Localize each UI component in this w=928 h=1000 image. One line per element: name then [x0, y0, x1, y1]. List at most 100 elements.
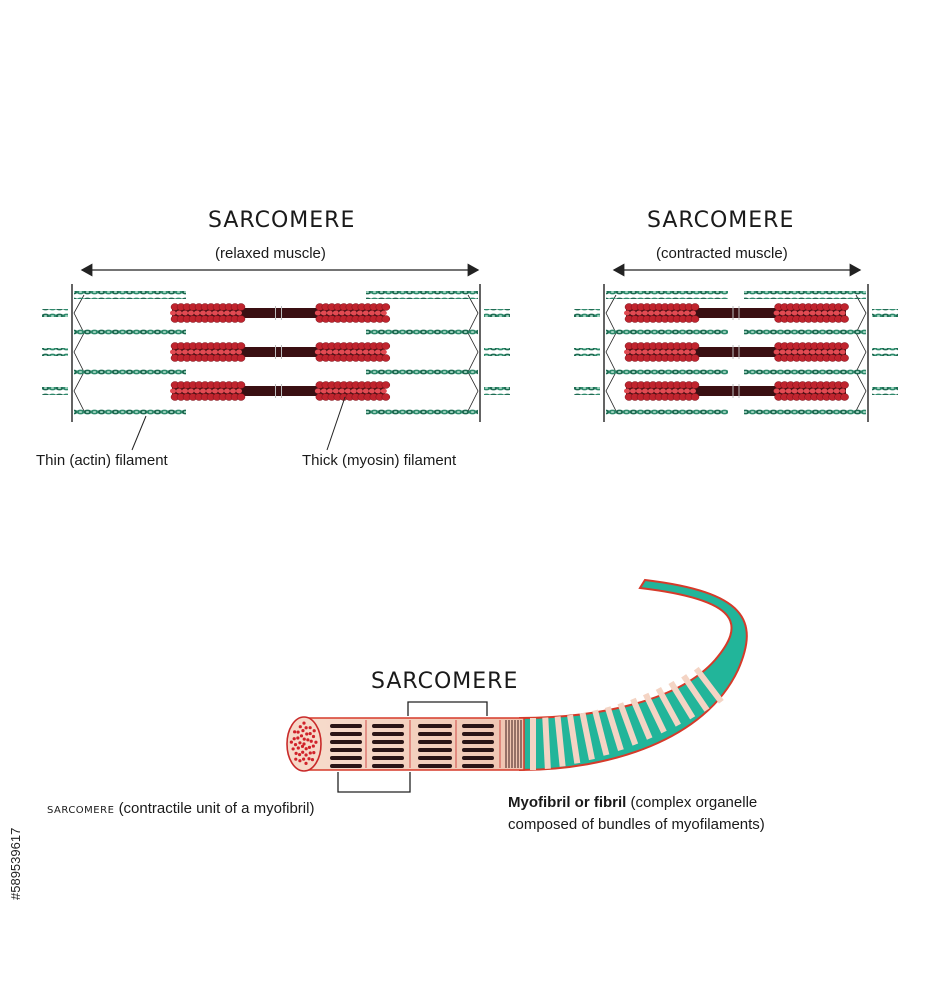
myosin-head: [803, 388, 810, 394]
cross-section-dot: [299, 734, 304, 738]
myosin-head: [380, 310, 387, 316]
contracted-sarcomere: [574, 263, 898, 422]
myosin-head: [194, 388, 200, 394]
myosin-head: [821, 349, 828, 355]
fibril-myosin-band: [330, 764, 362, 768]
fibril-myosin-band: [462, 724, 494, 728]
myosin-head: [182, 349, 188, 355]
myosin-head: [170, 349, 176, 355]
thin-filament-label: Thin (actin) filament: [36, 452, 168, 469]
cross-section-dot: [302, 742, 306, 746]
actin-filament: [484, 387, 510, 395]
myosin-head: [230, 388, 236, 394]
myosin-head: [212, 388, 218, 394]
z-connector: [605, 294, 617, 412]
myosin-core: [172, 347, 385, 357]
myosin-head: [636, 388, 642, 394]
fibril-myosin-band: [372, 732, 404, 736]
myosin-head: [624, 349, 630, 355]
relaxed-sarcomere: [42, 263, 510, 451]
fibril-myosin-band: [330, 748, 362, 752]
cross-section-dot: [291, 747, 295, 751]
myosin-head: [374, 310, 381, 316]
myosin-head: [224, 310, 230, 316]
cross-section-dot: [296, 730, 300, 734]
myosin-head: [785, 349, 792, 355]
myosin-head: [381, 303, 391, 311]
myosin-head: [779, 310, 786, 316]
fibril-stripe: [592, 709, 610, 756]
actin-filament: [74, 368, 186, 376]
myosin-head: [833, 388, 840, 394]
myosin-head: [236, 393, 246, 401]
actin-filament: [872, 387, 898, 395]
myosin-head: [785, 388, 792, 394]
myosin-head: [380, 388, 387, 394]
myosin-head: [338, 388, 345, 394]
fibril-myosin-band: [372, 756, 404, 760]
myosin-head: [218, 388, 224, 394]
cross-section-dot: [301, 750, 305, 754]
cross-section-dot: [298, 725, 302, 729]
myosin-core: [626, 347, 846, 357]
fibril-stripe: [642, 692, 667, 734]
thick-filament-pointer: [326, 396, 346, 451]
myosin-head: [840, 342, 849, 350]
myosin-head: [236, 315, 246, 323]
relaxed-title: SARCOMERE: [208, 208, 356, 233]
cross-section-dot: [297, 753, 302, 757]
fibril-stripe: [579, 712, 595, 761]
myosin-head: [182, 310, 188, 316]
cross-section-dot: [292, 737, 296, 741]
cross-section-dot: [305, 732, 309, 736]
myosin-head: [833, 310, 840, 316]
myosin-head: [230, 310, 236, 316]
fibril-myosin-band: [330, 740, 362, 744]
myosin-head: [236, 303, 246, 311]
fibril-myosin-band: [462, 740, 494, 744]
fibril-stripe: [668, 680, 696, 720]
myosin-head: [630, 310, 636, 316]
actin-filament: [484, 348, 510, 356]
myosin-head: [827, 310, 834, 316]
myosin-head: [212, 349, 218, 355]
myosin-head: [779, 349, 786, 355]
myosin-head: [314, 310, 321, 316]
cross-section-dot: [311, 744, 315, 748]
fibril-myosin-band: [418, 748, 452, 752]
myosin-head: [797, 388, 804, 394]
myosin-head: [642, 388, 648, 394]
cross-section-dot: [308, 726, 312, 730]
myosin-head: [381, 315, 391, 323]
myosin-head: [194, 349, 200, 355]
myosin-head: [344, 349, 351, 355]
myosin-core: [172, 308, 385, 318]
myosin-head: [350, 349, 357, 355]
myosin-head: [381, 393, 391, 401]
myosin-head: [833, 349, 840, 355]
fibril-stripe: [567, 714, 581, 764]
fibril-caption-bold: Myofibril or fibril: [508, 794, 627, 811]
myosin-head: [791, 310, 798, 316]
fibril-myosin-band: [372, 748, 404, 752]
myosin-head: [176, 388, 182, 394]
cross-section-dot: [298, 759, 302, 763]
fibril-myosin-band: [462, 756, 494, 760]
myosin-head: [170, 310, 176, 316]
fibril-stripe: [604, 706, 624, 751]
myosin-head: [368, 310, 375, 316]
myosin-head: [218, 310, 224, 316]
myosin-head: [791, 349, 798, 355]
myosin-head: [840, 381, 849, 389]
myosin-head: [326, 349, 333, 355]
myosin-head: [666, 349, 672, 355]
myosin-head: [206, 349, 212, 355]
myosin-head: [188, 388, 194, 394]
myosin-head: [684, 310, 690, 316]
thin-filament-pointer: [131, 415, 147, 451]
myosin-head: [206, 310, 212, 316]
myosin-head: [809, 388, 816, 394]
myosin-head: [773, 388, 780, 394]
fibril-myosin-band: [418, 724, 452, 728]
cross-section-dot: [304, 761, 308, 765]
